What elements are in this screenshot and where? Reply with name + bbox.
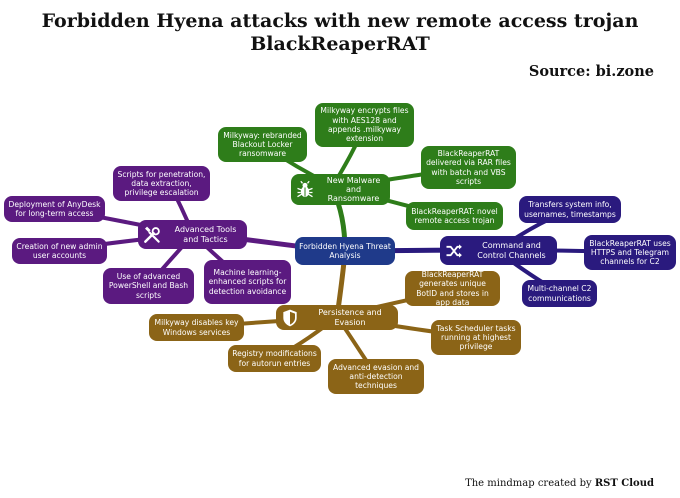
- tools-child-2[interactable]: Deployment of AnyDesk for long-term acce…: [4, 196, 105, 222]
- malware-child-1-label: Milkyway: rebranded Blackout Locker rans…: [223, 130, 302, 159]
- tools-child-3[interactable]: Creation of new admin user accounts: [12, 238, 107, 264]
- branch-malware-label: New Malware and Ransomware: [326, 175, 381, 204]
- persistence-child-5-label: Advanced evasion and anti-detection tech…: [333, 362, 419, 391]
- tools-child-1[interactable]: Scripts for penetration, data extraction…: [113, 166, 210, 201]
- malware-child-1[interactable]: Milkyway: rebranded Blackout Locker rans…: [218, 127, 307, 162]
- persistence-child-2-label: Milkyway disables key Windows services: [154, 318, 239, 337]
- source-label: Source: bi.zone: [528, 63, 654, 80]
- c2-child-1-label: Transfers system info, usernames, timest…: [524, 200, 616, 219]
- page-title: Forbidden Hyena attacks with new remote …: [40, 10, 640, 56]
- title-line-1: Forbidden Hyena attacks with new remote …: [41, 10, 639, 32]
- branch-persistence[interactable]: Persistence and Evasion: [276, 305, 398, 330]
- c2-child-3-label: Multi-channel C2 communications: [527, 284, 592, 303]
- branch-persistence-label: Persistence and Evasion: [318, 308, 382, 327]
- branch-tools[interactable]: Advanced Tools and Tactics: [138, 220, 247, 249]
- tools-child-1-label: Scripts for penetration, data extraction…: [117, 169, 206, 198]
- root-label: Forbidden Hyena Threat Analysis: [299, 241, 391, 260]
- branch-c2-label: Command and Control Channels: [477, 241, 546, 260]
- c2-child-1[interactable]: Transfers system info, usernames, timest…: [519, 196, 621, 223]
- shield-icon: [283, 309, 297, 326]
- malware-child-2-label: Milkyway encrypts files with AES128 and …: [320, 106, 409, 144]
- malware-child-4-label: BlackReaperRAT: novel remote access troj…: [411, 206, 498, 225]
- tools-icon: [144, 226, 160, 243]
- malware-child-4[interactable]: BlackReaperRAT: novel remote access troj…: [406, 202, 503, 230]
- persistence-child-3-label: Task Scheduler tasks running at highest …: [436, 323, 516, 352]
- malware-child-2[interactable]: Milkyway encrypts files with AES128 and …: [315, 103, 414, 147]
- footer-credit: The mindmap created by RST Cloud: [465, 478, 654, 489]
- c2-child-2-label: BlackReaperRAT uses HTTPS and Telegram c…: [589, 238, 671, 267]
- shuffle-icon: [446, 243, 462, 258]
- persistence-child-5[interactable]: Advanced evasion and anti-detection tech…: [328, 359, 424, 394]
- footer-prefix: The mindmap created by: [465, 478, 592, 489]
- persistence-child-2[interactable]: Milkyway disables key Windows services: [149, 314, 244, 341]
- c2-child-2[interactable]: BlackReaperRAT uses HTTPS and Telegram c…: [584, 235, 676, 270]
- tools-child-5-label: Machine learning-enhanced scripts for de…: [208, 268, 287, 296]
- tools-child-5[interactable]: Machine learning-enhanced scripts for de…: [204, 260, 291, 304]
- title-line-2: BlackReaperRAT: [250, 33, 430, 55]
- persistence-child-1-label: BlackReaperRAT generates unique BotID an…: [416, 269, 489, 307]
- c2-child-3[interactable]: Multi-channel C2 communications: [522, 280, 597, 307]
- persistence-child-4-label: Registry modifications for autorun entri…: [232, 349, 317, 368]
- persistence-child-1[interactable]: BlackReaperRAT generates unique BotID an…: [405, 269, 500, 307]
- malware-child-3[interactable]: BlackReaperRAT delivered via RAR files w…: [421, 146, 516, 189]
- tools-child-2-label: Deployment of AnyDesk for long-term acce…: [8, 199, 101, 218]
- malware-child-3-label: BlackReaperRAT delivered via RAR files w…: [426, 148, 511, 186]
- tools-child-3-label: Creation of new admin user accounts: [16, 241, 103, 260]
- persistence-child-3[interactable]: Task Scheduler tasks running at highest …: [431, 320, 521, 355]
- branch-tools-label: Advanced Tools and Tactics: [174, 225, 237, 244]
- root-node[interactable]: Forbidden Hyena Threat Analysis: [295, 237, 395, 265]
- branch-c2[interactable]: Command and Control Channels: [440, 236, 557, 265]
- branch-malware[interactable]: New Malware and Ransomware: [291, 174, 390, 205]
- bug-icon: [297, 180, 313, 197]
- footer-brand: RST Cloud: [594, 478, 654, 489]
- tools-child-4[interactable]: Use of advanced PowerShell and Bash scri…: [103, 268, 194, 304]
- tools-child-4-label: Use of advanced PowerShell and Bash scri…: [108, 272, 189, 300]
- persistence-child-4[interactable]: Registry modifications for autorun entri…: [228, 345, 321, 372]
